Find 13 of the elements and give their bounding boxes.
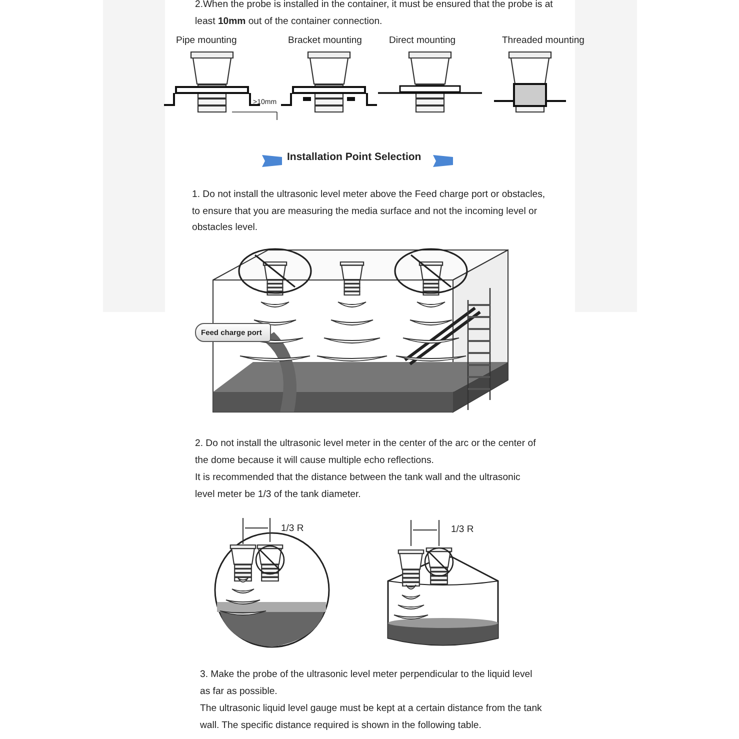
- instruction-text: It is recommended that the distance between the tank wall and the ultrasonic level meter be 1/3 of the tank diameter.: [195, 471, 522, 502]
- caption-label: Bracket mounting: [288, 35, 362, 46]
- instruction-text: 2.When the probe is installed in the container, it must be ensured that the probe is at least 10mm out of the container connection.: [195, 0, 554, 29]
- caption-label: Pipe mounting: [176, 35, 237, 46]
- caption-label: Threaded mounting: [502, 35, 584, 46]
- instruction-text: The ultrasonic liquid level gauge must be kept at a certain distance from the tank wall. The specific distance required is shown in the following table.: [200, 702, 543, 733]
- section-heading: Installation Point Selection: [287, 151, 422, 163]
- dimension-label: 1/3 R: [451, 524, 474, 535]
- instruction-text: 2. Do not install the ultrasonic level meter in the center of the arc or the center of the dome because it will cause multiple echo reflections.: [195, 437, 537, 468]
- caption-label: Direct mounting: [389, 35, 456, 46]
- instruction-text: 1. Do not install the ultrasonic level meter above the Feed charge port or obstacles, to ensure that you are measuring the media surface and not the incoming level or obstacles level.: [192, 188, 546, 236]
- dimension-label: 1/3 R: [281, 523, 304, 534]
- instruction-text: 3. Make the probe of the ultrasonic level meter perpendicular to the liquid level as far as possible.: [200, 668, 534, 699]
